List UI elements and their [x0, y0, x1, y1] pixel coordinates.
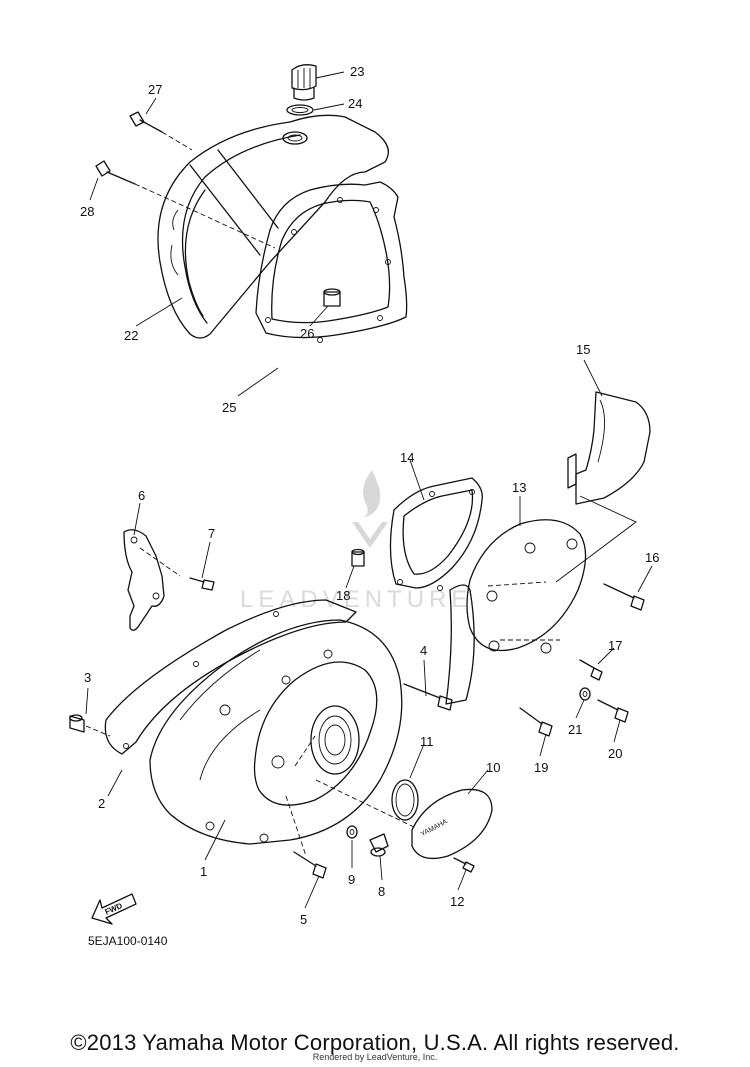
- callout-12: 12: [450, 894, 464, 909]
- oil-filler-plug-23: [291, 64, 317, 101]
- callout-2: 2: [98, 796, 105, 811]
- callout-18: 18: [336, 588, 350, 603]
- bolt-27: [129, 111, 193, 151]
- o-ring-24: [286, 104, 314, 116]
- dowel-pin-18: [351, 548, 365, 567]
- callout-19: 19: [534, 760, 548, 775]
- bolt-17: [579, 659, 603, 681]
- callout-15: 15: [576, 342, 590, 357]
- watermark-logo: LEADVENTURE: [240, 470, 467, 613]
- callout-23: 23: [350, 64, 364, 79]
- cover-emblem-10: YAMAHA: [411, 788, 493, 860]
- callout-6: 6: [138, 488, 145, 503]
- callout-16: 16: [645, 550, 659, 565]
- callout-20: 20: [608, 746, 622, 761]
- callout-28: 28: [80, 204, 94, 219]
- callout-labels: 1 2 3 4 5 6 7 8 9 10 11 12 13 14 15 16 1…: [80, 64, 659, 927]
- dowel-pin-3: [69, 714, 111, 737]
- callout-17: 17: [608, 638, 622, 653]
- callout-9: 9: [348, 872, 355, 887]
- callout-7: 7: [208, 526, 215, 541]
- bolt-16: [603, 583, 645, 611]
- crankcase-housing-22: [157, 114, 389, 339]
- washer-9: [346, 825, 358, 839]
- callout-3: 3: [84, 670, 91, 685]
- washer-21: [579, 687, 591, 701]
- cover-gasket-14: [389, 477, 483, 591]
- bolt-4: [403, 683, 453, 711]
- callout-13: 13: [512, 480, 526, 495]
- callout-25: 25: [222, 400, 236, 415]
- diagram-reference-code: 5EJA100-0140: [88, 934, 168, 948]
- screw-12: [453, 857, 475, 873]
- callout-11: 11: [420, 734, 434, 749]
- stay-bracket-6: [123, 529, 181, 631]
- bolt-28: [95, 160, 276, 249]
- bolt-5: [293, 851, 327, 879]
- o-ring-11: [391, 779, 419, 821]
- callout-10: 10: [486, 760, 500, 775]
- callout-24: 24: [348, 96, 362, 111]
- callout-1: 1: [200, 864, 207, 879]
- cover-emblem-text: YAMAHA: [420, 818, 449, 838]
- copyright-notice: ©2013 Yamaha Motor Corporation, U.S.A. A…: [70, 1030, 680, 1055]
- plug-8: [369, 833, 389, 857]
- callout-22: 22: [124, 328, 138, 343]
- bolt-20: [597, 699, 629, 723]
- dowel-pin-26: [323, 288, 341, 307]
- fwd-arrow-icon: FWD: [91, 893, 137, 925]
- callout-4: 4: [420, 643, 427, 658]
- callout-26: 26: [300, 326, 314, 341]
- callout-21: 21: [568, 722, 582, 737]
- leader-lines: [85, 71, 653, 909]
- housing-gasket-25: [255, 181, 408, 343]
- bolt-19: [519, 707, 553, 737]
- callout-14: 14: [400, 450, 414, 465]
- bolt-7: [189, 577, 215, 591]
- bracket-15: [567, 391, 651, 505]
- callout-5: 5: [300, 912, 307, 927]
- rendered-by-credit: Rendered by LeadVenture, Inc.: [312, 1052, 438, 1062]
- callout-8: 8: [378, 884, 385, 899]
- crankcase-gasket-2: [104, 599, 357, 755]
- callout-27: 27: [148, 82, 162, 97]
- crankcase-cover-1: [149, 619, 417, 857]
